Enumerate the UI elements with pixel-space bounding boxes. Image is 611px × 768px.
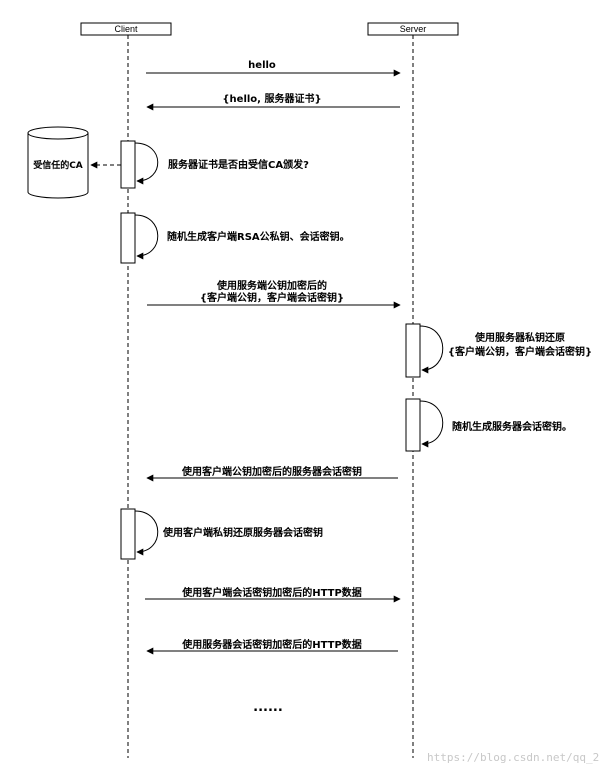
trusted-ca-label: 受信任的CA	[33, 159, 83, 171]
trusted-ca-database: 受信任的CA	[27, 126, 89, 199]
self-call-generate-client-keys-label: 随机生成客户端RSA公私钥、会话密钥。	[167, 230, 350, 243]
message-server-cert-label: {hello, 服务器证书}	[222, 92, 321, 105]
self-call-verify-cert-label: 服务器证书是否由受信CA颁发?	[168, 158, 309, 171]
message-client-http-data-label: 使用客户端会话密钥加密后的HTTP数据	[181, 586, 362, 599]
client-actor: Client	[80, 22, 172, 36]
message-encrypted-client-keys-label-1: 使用服务端公钥加密后的	[216, 279, 327, 292]
activation-generate-server-session-key: 随机生成服务器会话密钥。	[405, 398, 572, 452]
activation-server-decrypt: 使用服务器私钥还原 {客户端公钥，客户端会话密钥}	[405, 323, 592, 378]
self-call-generate-server-session-key-label: 随机生成服务器会话密钥。	[452, 420, 572, 433]
self-call-client-decrypt-label: 使用客户端私钥还原服务器会话密钥	[162, 526, 323, 539]
activation-verify-cert: 服务器证书是否由受信CA颁发?	[120, 140, 309, 189]
self-call-server-decrypt-label-1: 使用服务器私钥还原	[474, 331, 565, 344]
activation-client-decrypt: 使用客户端私钥还原服务器会话密钥	[120, 508, 323, 560]
continuation-ellipsis: ......	[253, 700, 283, 715]
client-actor-label: Client	[114, 24, 138, 34]
message-encrypted-client-keys-label-2: {客户端公钥，客户端会话密钥}	[200, 291, 344, 304]
message-server-http-data-label: 使用服务器会话密钥加密后的HTTP数据	[181, 638, 362, 651]
watermark: https://blog.csdn.net/qq_2	[427, 751, 599, 764]
message-hello-label: hello	[248, 60, 276, 71]
message-encrypted-server-key-label: 使用客户端公钥加密后的服务器会话密钥	[181, 465, 362, 478]
server-actor: Server	[367, 22, 459, 36]
activation-generate-client-keys: 随机生成客户端RSA公私钥、会话密钥。	[120, 212, 350, 264]
self-call-server-decrypt-label-2: {客户端公钥，客户端会话密钥}	[448, 345, 592, 358]
server-actor-label: Server	[400, 24, 427, 34]
